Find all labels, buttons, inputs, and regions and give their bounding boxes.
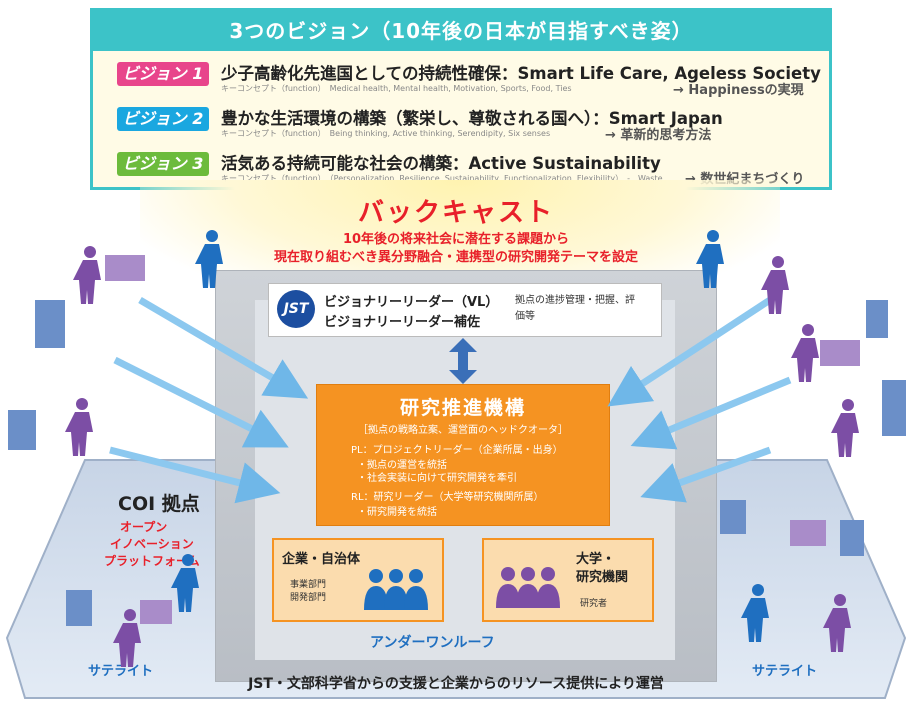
satellite-left: サテライト [88,664,154,679]
org-rl: RL：研究リーダー（大学等研究機関所属） [351,492,544,503]
backcast-title: バックキャスト [357,198,554,228]
company-dept2: 開発部門 [290,593,327,603]
university-title-line1: 大学・ [576,552,616,567]
vl-assistant: ビジョナリーリーダー補佐 [324,315,481,330]
backcast-line2: 現在取り組むべき異分野融合・連携型の研究開発テーマを設定 [273,250,638,265]
vision-1-heading: 少子高齢化先進国としての持続性確保：Smart Life Care, Agele… [221,64,821,83]
satellite-right: サテライト [752,664,818,679]
vision-1-concept: キーコンセプト（function） Medical health, Mental… [221,84,572,93]
university-title-line2: 研究機関 [576,570,629,585]
vision-3-badge: ビジョン 3 [117,152,209,176]
researchers-group-icon [496,567,560,608]
vision-2-badge: ビジョン 2 [117,107,209,131]
coi-line3: プラットフォーム [104,554,200,568]
visionary-leader-box: JST ビジョナリーリーダー（VL） ビジョナリーリーダー補佐 拠点の進捗管理・… [268,283,662,337]
org-subtitle: ［拠点の戦略立案、運営面のヘッドクオータ］ [358,425,568,436]
person-icons [65,230,859,667]
org-pl-task1: ・拠点の運営を統括 [357,460,447,471]
arrow-right-2 [630,376,792,450]
vision-title: 3つのビジョン（10年後の日本が目指すべき姿） [229,19,693,43]
org-pl-task2: ・社会実装に向けて研究開発を牽引 [357,473,517,484]
university-researchers: 研究者 [580,599,608,609]
people-group-icon [364,569,428,610]
company-dept1: 事業部門 [290,580,327,590]
vision-2-heading: 豊かな生活環境の構築（繁栄し、尊敬される国へ）：Smart Japan [221,109,723,128]
vl-note: 拠点の進捗管理・把握、評価等 [515,295,635,322]
vision-3-concept: キーコンセプト（function） （Personalization, Resi… [221,174,663,183]
org-title: 研究推進機構 [399,397,526,419]
coi-line2: イノベーション [110,537,194,551]
arrow-left-1 [138,296,309,399]
double-arrow-icon [449,338,477,384]
research-promotion-organization: 研究推進機構 ［拠点の戦略立案、運営面のヘッドクオータ］ PL：プロジェクトリー… [316,384,610,526]
company-title: 企業・自治体 [282,552,361,567]
arrow-right-1 [607,297,772,407]
under-one-roof-label: アンダーワンルーフ [370,635,495,651]
vision-1-result: → Happinessの実現 [673,83,804,98]
company-box: 企業・自治体 事業部門 開発部門 [272,538,444,622]
arrow-left-3 [109,446,281,504]
vision-2-result: → 革新的思考方法 [605,128,712,143]
coi-line1: オープン [120,520,168,534]
arrow-left-2 [113,356,289,448]
backcast-line1: 10年後の将来社会に潜在する課題から [342,232,570,247]
arrow-right-3 [640,446,772,503]
footer-text: JST・文部科学省からの支援と企業からのリソース提供により運営 [248,676,664,692]
university-box: 大学・ 研究機関 研究者 [482,538,654,622]
coi-title: COI 拠点 [118,493,200,515]
org-pl: PL：プロジェクトリーダー（企業所属・出身） [351,445,563,456]
vision-1-badge: ビジョン 1 [117,62,209,86]
org-rl-task1: ・研究開発を統括 [357,507,437,518]
vision-3-heading: 活気ある持続可能な社会の構築：Active Sustainability [221,154,661,173]
vision-title-bar: 3つのビジョン（10年後の日本が目指すべき姿） [93,11,829,51]
vl-title: ビジョナリーリーダー（VL） [324,295,499,310]
jst-logo: JST [277,290,315,328]
building-icons [8,255,906,626]
vision-panel: 3つのビジョン（10年後の日本が目指すべき姿） ビジョン 1 少子高齢化先進国と… [90,8,832,190]
vision-2-concept: キーコンセプト（function） Being thinking, Active… [221,129,551,138]
